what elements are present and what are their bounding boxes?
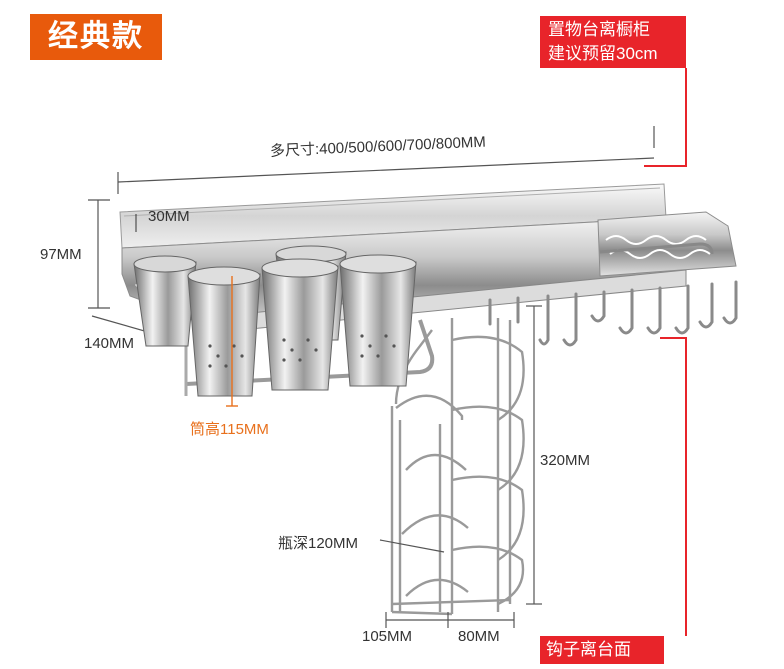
- shelf-clearance-line2: 建议预留30cm: [548, 44, 658, 63]
- bottom-width-a-label: 105MM: [362, 628, 413, 645]
- rail-height-label: 30MM: [148, 208, 190, 225]
- side-basket: [597, 211, 737, 277]
- utensil-cups: [133, 245, 417, 397]
- shelf-clearance-line1: 置物台离橱柜: [548, 20, 650, 39]
- red-guide-lines: [644, 68, 687, 636]
- cup-height-label: 筒高115MM: [190, 421, 269, 438]
- bottle-depth-label: 瓶深120MM: [278, 535, 359, 552]
- bottom-width-b-label: 80MM: [458, 628, 500, 645]
- hook: [562, 292, 578, 347]
- bottom-width-line: [385, 612, 515, 628]
- hook: [618, 288, 634, 335]
- width-dimension-line: [117, 126, 655, 194]
- shelf-clearance-note: 置物台离橱柜 建议预留30cm: [540, 16, 686, 68]
- rack-depth-label: 140MM: [84, 335, 135, 352]
- hook: [722, 280, 738, 325]
- utensil-cup: [187, 266, 261, 397]
- cup-holder-bar: [185, 319, 435, 386]
- bottle-rack-height-label: 320MM: [540, 452, 591, 469]
- hooks: [488, 280, 738, 347]
- bottle-rack: [390, 318, 525, 616]
- hook: [538, 294, 550, 346]
- hook: [646, 286, 662, 335]
- bottle-depth-line: [379, 539, 445, 553]
- utensil-cup: [133, 255, 197, 347]
- utensil-cup: [339, 254, 417, 387]
- rack-height-label: 97MM: [40, 246, 82, 263]
- hook: [674, 284, 690, 335]
- style-badge: 经典款: [30, 14, 162, 60]
- bottle-rack-height-line: [526, 305, 542, 605]
- hook: [590, 290, 606, 323]
- hook: [698, 282, 714, 329]
- cup-height-line: [226, 276, 238, 407]
- hook-clearance-note: 钩子离台面: [540, 636, 664, 664]
- utensil-cup: [261, 258, 339, 391]
- height-dimension-line: [88, 199, 110, 309]
